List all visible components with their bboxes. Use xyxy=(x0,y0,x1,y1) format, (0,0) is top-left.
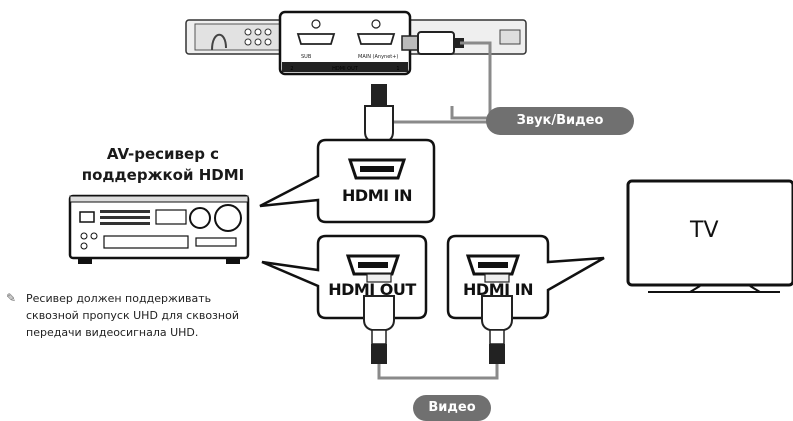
hdmi-out-panel xyxy=(278,10,412,76)
receiver-title-line: поддержкой HDMI xyxy=(81,166,245,184)
hdmi-plug-player xyxy=(401,31,464,55)
hdmi-plug-tv-in xyxy=(481,273,513,364)
tv-hdmi-in-label: HDMI IN xyxy=(463,280,533,299)
port-main-label: MAIN (Anynet+) xyxy=(358,54,398,60)
note-line: сквозной пропуск UHD для сквозной xyxy=(26,309,239,322)
port-sub-number: 2 xyxy=(290,66,293,72)
av-receiver xyxy=(68,194,250,264)
receiver-title-line: AV-ресивер с xyxy=(106,145,220,163)
pencil-icon: ✎ xyxy=(6,291,17,305)
receiver-title: AV-ресивер с поддержкой HDMI xyxy=(58,144,268,186)
note: ✎ Ресивер должен поддерживать сквозной пр… xyxy=(6,290,266,341)
receiver-hdmi-out-bubble xyxy=(261,234,428,320)
receiver-hdmi-in-label: HDMI IN xyxy=(342,186,412,205)
video-pill: Видео xyxy=(413,395,491,421)
note-line: передачи видеосигнала UHD. xyxy=(26,326,199,339)
receiver-hdmi-in-bubble xyxy=(259,138,436,224)
port-main-number: 1 xyxy=(396,66,399,72)
tv xyxy=(626,179,793,293)
tv-label: TV xyxy=(690,218,719,243)
audio-video-pill: Звук/Видео xyxy=(486,107,634,135)
receiver-hdmi-out-label: HDMI OUT xyxy=(328,280,416,299)
hdmi-out-panel-label: HDMI OUT xyxy=(332,66,359,72)
port-sub-label: SUB xyxy=(301,54,312,60)
tv-hdmi-in-bubble xyxy=(446,234,605,320)
note-line: Ресивер должен поддерживать xyxy=(26,292,212,305)
hdmi-plug-receiver-out xyxy=(363,273,395,364)
